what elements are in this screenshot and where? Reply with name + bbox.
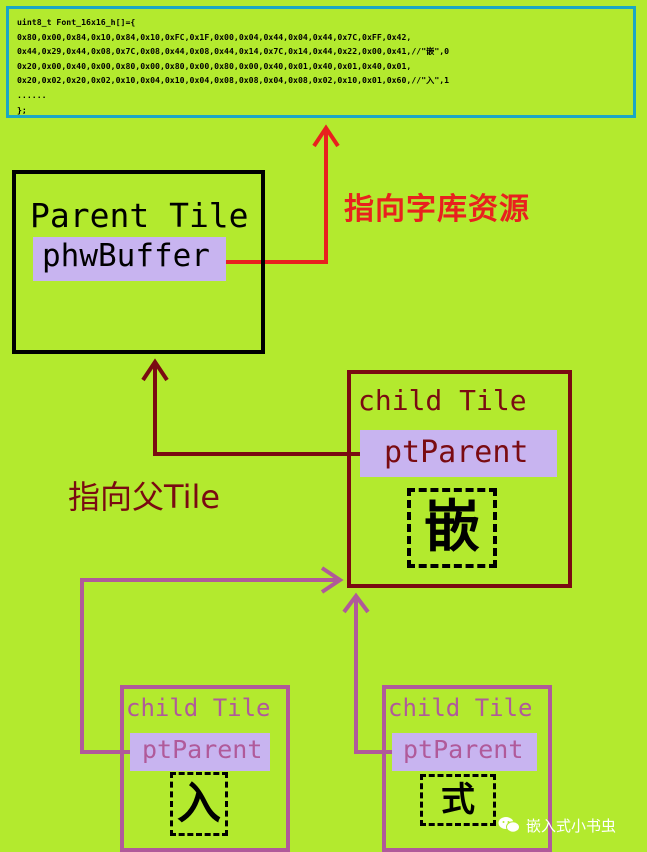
ptparent-b-field-bg	[392, 733, 537, 771]
ptparent-a-field: ptParent	[142, 735, 263, 764]
ptparent-b-field: ptParent	[403, 735, 524, 764]
phwbuffer-field-bg	[33, 237, 226, 281]
parent-pointer-arrow	[153, 362, 360, 456]
font-resource-arrow	[226, 128, 328, 264]
watermark-text: 嵌入式小书虫	[526, 816, 617, 835]
child-tile-b-title: child Tile	[388, 694, 533, 722]
wechat-icon	[498, 817, 520, 833]
child-a-pointer-arrow	[80, 578, 340, 754]
glyph-qian: 嵌	[407, 488, 497, 568]
phwbuffer-field: phwBuffer	[42, 238, 210, 274]
glyph-ru: 入	[170, 772, 228, 836]
parent-pointer-arrowhead	[141, 358, 169, 382]
font-resource-label: 指向字库资源	[344, 192, 530, 227]
ptparent-a-field-bg	[130, 733, 270, 771]
parent-tile-box	[12, 170, 265, 354]
child-b-pointer-arrowhead	[342, 592, 370, 614]
child-tile-main-title: child Tile	[358, 384, 527, 417]
watermark: 嵌入式小书虫	[498, 813, 616, 837]
ptparent-main-field: ptParent	[384, 435, 529, 470]
font-array-code: uint8_t Font_16x16_h[]={ 0x80,0x00,0x84,…	[17, 17, 450, 115]
child-tile-main-box	[347, 370, 572, 588]
font-array-code-box: uint8_t Font_16x16_h[]={ 0x80,0x00,0x84,…	[6, 6, 636, 118]
glyph-shi: 式	[420, 774, 496, 826]
parent-pointer-label: 指向父Tile	[68, 478, 221, 516]
child-tile-a-title: child Tile	[126, 694, 271, 722]
child-tile-b-box	[382, 685, 552, 852]
child-a-pointer-arrowhead	[320, 566, 344, 594]
font-resource-arrowhead	[312, 124, 340, 148]
parent-tile-title: Parent Tile	[30, 196, 249, 235]
child-b-pointer-arrow	[354, 596, 392, 754]
ptparent-main-field-bg	[360, 430, 557, 477]
child-tile-a-box	[120, 685, 290, 852]
